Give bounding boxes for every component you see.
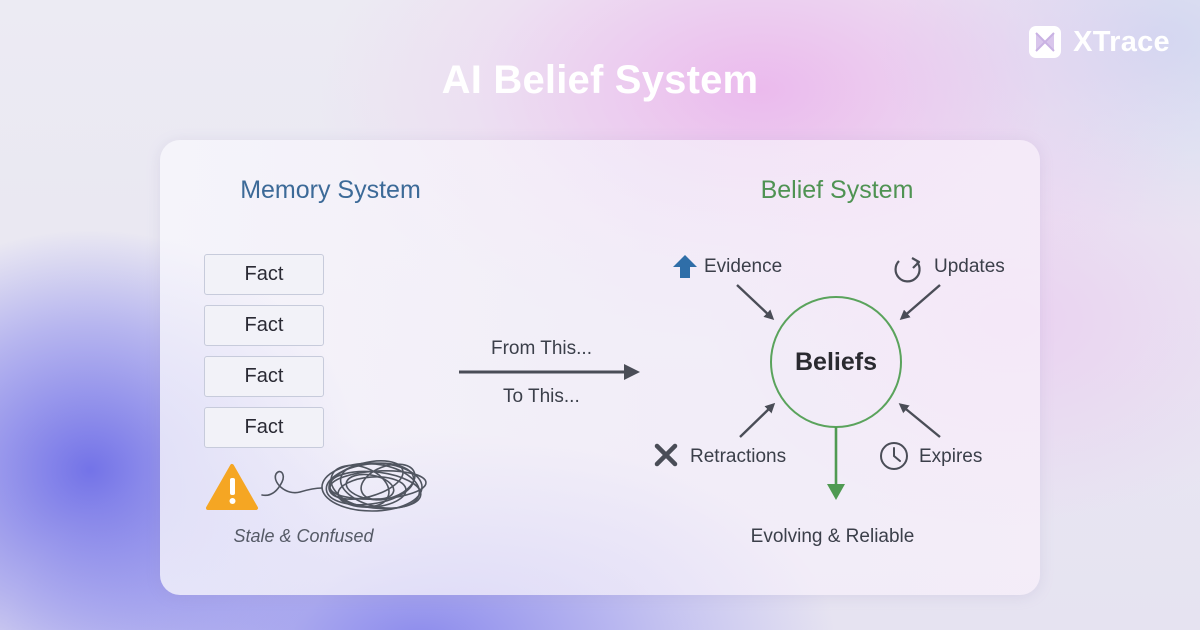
updates-arrow [899, 284, 941, 320]
stale-confused-label: Stale & Confused [233, 526, 374, 546]
belief-system-heading: Belief System [760, 176, 914, 204]
expires-label: Expires [919, 446, 983, 467]
arrow-up-icon [673, 255, 697, 278]
brand-logo: XTrace [1027, 24, 1170, 60]
from-this-label: From This... [491, 338, 592, 359]
clock-icon [880, 442, 908, 470]
updates-label: Updates [934, 256, 1005, 277]
fact-box: Fact [204, 356, 324, 397]
outcome-arrow [827, 427, 845, 500]
fact-box: Fact [204, 305, 324, 346]
evolving-reliable-label: Evolving & Reliable [750, 526, 915, 547]
x-icon [654, 443, 678, 467]
page-title: AI Belief System [441, 58, 759, 102]
scribble-icon [261, 460, 427, 512]
warning-icon [206, 464, 258, 510]
expires-arrow [898, 403, 941, 438]
refresh-icon [894, 257, 921, 283]
xtrace-logo-icon [1029, 26, 1062, 58]
transition-arrow [459, 364, 640, 380]
retractions-arrow [739, 402, 776, 438]
fact-box: Fact [204, 254, 324, 295]
beliefs-center-label: Beliefs [795, 347, 877, 376]
retractions-label: Retractions [690, 446, 787, 467]
to-this-label: To This... [503, 386, 580, 407]
brand-name: XTrace [1073, 25, 1170, 58]
fact-box: Fact [204, 407, 324, 448]
memory-system-heading: Memory System [240, 176, 421, 204]
evidence-label: Evidence [704, 256, 783, 277]
evidence-arrow [736, 284, 775, 321]
